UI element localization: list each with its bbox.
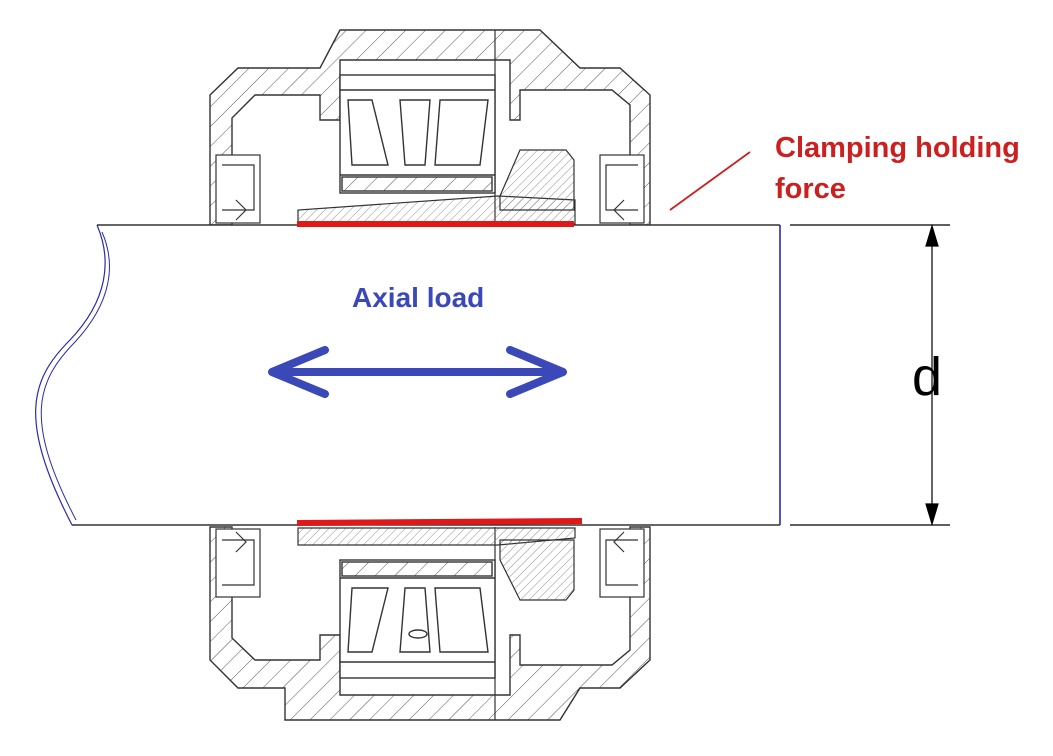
clamping-leader-line bbox=[669, 151, 751, 211]
bearing-bottom bbox=[339, 559, 496, 679]
locknut-top bbox=[499, 149, 575, 211]
seal-left-bottom bbox=[215, 528, 261, 598]
seal-right-top bbox=[599, 154, 645, 224]
bearing-top bbox=[339, 74, 496, 194]
contact-line-bottom bbox=[296, 518, 583, 526]
seal-right-bottom bbox=[599, 528, 645, 598]
locknut-bottom bbox=[499, 539, 575, 601]
clamping-holding-force-label: Clamping holding force bbox=[775, 132, 1020, 205]
diameter-label: d bbox=[912, 347, 943, 407]
seal-left-top bbox=[215, 154, 261, 224]
axial-load-label: Axial load bbox=[352, 282, 485, 313]
dimension-d bbox=[790, 223, 950, 527]
axial-load-arrow bbox=[268, 346, 567, 398]
shaft-break-line bbox=[35, 224, 106, 526]
